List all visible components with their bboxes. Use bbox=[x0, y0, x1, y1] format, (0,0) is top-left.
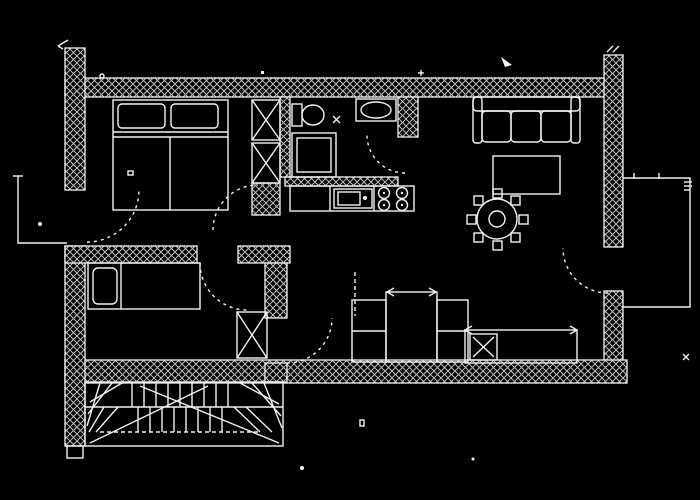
washbasin bbox=[355, 98, 397, 122]
toilet-bowl bbox=[301, 104, 325, 126]
corner-flag-a bbox=[57, 39, 69, 47]
stove-burner-3 bbox=[377, 198, 391, 212]
kitchen-counter bbox=[289, 185, 415, 212]
dining-table bbox=[476, 198, 518, 240]
washbasin-bowl bbox=[360, 101, 392, 119]
dining-chair-2 bbox=[510, 232, 521, 243]
dining-chair-6 bbox=[473, 195, 484, 206]
left-exterior-wall-upper bbox=[64, 47, 86, 191]
stray-mark-1 bbox=[359, 419, 365, 427]
wardrobe-box-1 bbox=[251, 99, 281, 141]
stair-fan-right bbox=[245, 406, 273, 433]
balcony-door-swing-arc bbox=[562, 247, 609, 294]
cursor-arrow-mark bbox=[501, 57, 512, 67]
stair-fan-left bbox=[88, 406, 105, 433]
stair-fan-left bbox=[86, 382, 101, 427]
entrance-door-swing-arc bbox=[86, 189, 140, 243]
bathroom-right-wall bbox=[397, 96, 419, 138]
bedroom2-door-swing-arc bbox=[199, 262, 248, 311]
tick-mark-circle bbox=[99, 73, 105, 79]
stair-fan-right bbox=[251, 382, 282, 417]
bedroom-divider-wall-right bbox=[237, 245, 291, 264]
wardrobe-box-3 bbox=[236, 311, 268, 359]
wardrobe-box-1-diag-b bbox=[251, 99, 281, 141]
top-exterior-wall bbox=[64, 77, 622, 98]
x-mark-b bbox=[682, 353, 690, 361]
dining-chair-5 bbox=[466, 214, 477, 225]
stair-fan-right bbox=[233, 406, 261, 433]
dining-chair-7 bbox=[492, 188, 503, 199]
shower-tray-inner bbox=[296, 137, 332, 173]
study-bed-arrow-right bbox=[569, 325, 579, 335]
left-exterior-wall-lower bbox=[64, 245, 86, 447]
stove-burner-1 bbox=[377, 186, 391, 200]
coffee-table bbox=[492, 155, 561, 195]
wardrobe-box-3-diag-b bbox=[236, 311, 268, 359]
tick-mark-chevron-b bbox=[612, 45, 620, 53]
stair-post bbox=[66, 445, 84, 459]
stair-fan-left bbox=[95, 406, 119, 433]
stair-cross-diagonal-1 bbox=[89, 385, 209, 444]
stray-dot-1 bbox=[300, 466, 304, 470]
entrance-landing-outline bbox=[17, 176, 67, 244]
single-bed bbox=[87, 262, 201, 310]
tick-mark-chevron-a bbox=[606, 45, 614, 53]
stove-burner-2 bbox=[395, 186, 409, 200]
dining-chair-1 bbox=[518, 214, 529, 225]
stair-outline bbox=[84, 381, 284, 447]
desk-arrow-left bbox=[385, 287, 395, 297]
study-bed-pillow bbox=[469, 333, 498, 361]
bathroom-bottom-wall bbox=[284, 176, 399, 187]
stove-burner-1-dot bbox=[382, 191, 386, 195]
bedroom1-door-swing-arc bbox=[212, 184, 259, 231]
bathroom-left-wall bbox=[279, 96, 291, 178]
kitchen-sink-basin bbox=[337, 191, 361, 206]
kitchen-faucet bbox=[363, 196, 367, 200]
dining-table-inner bbox=[488, 210, 506, 228]
stair-cross-diagonal-2 bbox=[139, 385, 280, 444]
bathroom-door-swing-arc bbox=[366, 134, 406, 174]
hall-door-swing-arc bbox=[286, 317, 333, 364]
desk-arrow-right bbox=[428, 287, 438, 297]
stair-fan-right bbox=[239, 382, 280, 405]
corner-flag-b bbox=[57, 45, 64, 50]
dining-chair-3 bbox=[492, 240, 503, 251]
balcony-outline bbox=[623, 177, 691, 308]
closet-wall-stub bbox=[251, 182, 281, 216]
floor-plan-shapes bbox=[13, 39, 692, 470]
right-exterior-wall-upper bbox=[603, 54, 624, 248]
bed-pillow-right bbox=[170, 103, 219, 129]
study-bed-arrow-left bbox=[463, 325, 473, 335]
stray-dot-2 bbox=[471, 457, 475, 461]
stove-burner-4 bbox=[395, 198, 409, 212]
wardrobe-box-2 bbox=[251, 142, 281, 184]
study-bed-pillow-diag-b bbox=[472, 336, 495, 358]
hall-wall-upper bbox=[264, 262, 288, 319]
single-bed-pillow bbox=[92, 267, 118, 305]
bedroom-divider-wall-left bbox=[64, 245, 198, 264]
stove-burner-4-dot bbox=[400, 203, 404, 207]
bed-pillow-left bbox=[117, 103, 166, 129]
stray-dot-3 bbox=[38, 222, 42, 226]
study-bed bbox=[464, 329, 578, 364]
bath-cross-mark-b bbox=[332, 115, 341, 124]
tick-mark-square bbox=[261, 71, 264, 74]
stove-burner-2-dot bbox=[400, 191, 404, 195]
shower-tray bbox=[291, 132, 337, 178]
hall-wall-stub bbox=[264, 362, 288, 383]
dining-chair-8 bbox=[510, 195, 521, 206]
stove-burner-3-dot bbox=[382, 203, 386, 207]
dining-chair-4 bbox=[473, 232, 484, 243]
kitchen-sink-unit bbox=[333, 188, 373, 209]
stray-mark-2 bbox=[127, 170, 134, 176]
sofa-cushion-3 bbox=[540, 110, 572, 143]
stair-fan-right bbox=[263, 382, 283, 429]
wardrobe-box-2-diag-b bbox=[251, 142, 281, 184]
